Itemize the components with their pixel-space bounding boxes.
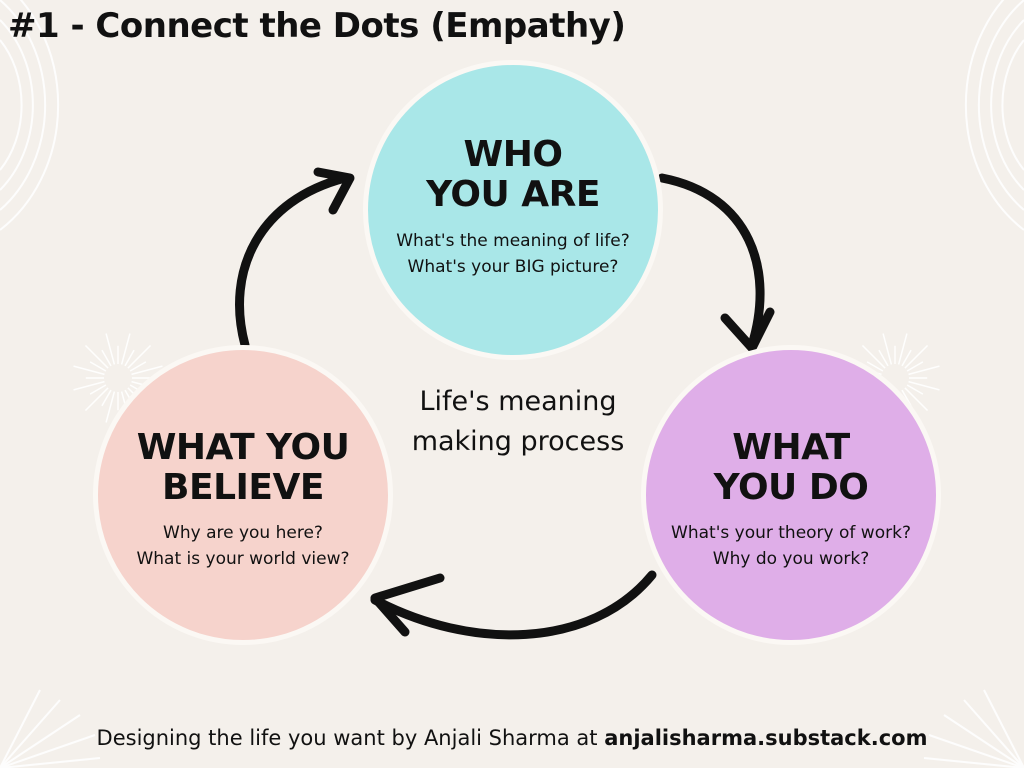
starburst-ray	[906, 361, 924, 372]
starburst-ray	[105, 333, 116, 365]
center-caption-line: Life's meaning	[419, 386, 617, 417]
heading-line: BELIEVE	[162, 467, 324, 508]
question-text: What's the meaning of life?	[396, 231, 630, 251]
starburst-ray	[89, 361, 107, 372]
top-right-arcs	[964, 0, 1024, 231]
starburst-ray	[901, 349, 912, 367]
heading-line: YOU ARE	[426, 174, 600, 215]
heading-line: YOU DO	[713, 467, 869, 508]
what-you-believe-questions: Why are you here? What is your world vie…	[98, 520, 388, 572]
starburst-ray	[84, 387, 109, 412]
footer-text: Designing the life you want by Anjali Sh…	[96, 726, 605, 750]
arrow-do-to-believe	[370, 570, 657, 640]
who-you-are-questions: What's the meaning of life? What's your …	[368, 228, 658, 280]
starburst-ray	[882, 333, 893, 365]
heading-line: WHAT	[732, 427, 850, 468]
starburst-ray	[73, 365, 105, 376]
starburst-ray	[89, 384, 107, 395]
what-you-do-circle: WHAT YOU DO What's your theory of work? …	[641, 345, 941, 645]
footer-credit: Designing the life you want by Anjali Sh…	[0, 726, 1024, 750]
center-caption-line: making process	[411, 426, 625, 457]
starburst-ray	[897, 333, 908, 365]
starburst-ray	[101, 389, 112, 407]
starburst-ray	[878, 349, 889, 367]
question-text: What is your world view?	[136, 549, 350, 569]
starburst-ray	[120, 333, 131, 365]
question-text: What's your theory of work?	[671, 523, 911, 543]
heading-line: WHO	[463, 134, 563, 175]
starburst-ray	[129, 361, 147, 372]
starburst-ray	[904, 344, 929, 369]
page-title: #1 - Connect the Dots (Empathy)	[8, 6, 626, 46]
starburst-ray	[127, 344, 152, 369]
center-caption: Life's meaning making process	[400, 382, 636, 462]
who-you-are-circle: WHO YOU ARE What's the meaning of life? …	[363, 60, 663, 360]
starburst-ray	[908, 365, 940, 376]
question-text: Why do you work?	[712, 549, 870, 569]
arrow-believe-to-who	[235, 167, 355, 350]
heading-line: WHAT YOU	[136, 427, 350, 468]
footer-url: anjalisharma.substack.com	[604, 726, 928, 750]
what-you-do-questions: What's your theory of work? Why do you w…	[646, 520, 936, 572]
question-text: What's your BIG picture?	[407, 257, 619, 277]
question-text: Why are you here?	[163, 523, 323, 543]
what-you-believe-circle: WHAT YOU BELIEVE Why are you here? What …	[93, 345, 393, 645]
starburst-ray	[73, 380, 105, 391]
starburst-ray	[908, 380, 940, 391]
starburst-ray	[101, 349, 112, 367]
starburst-ray	[124, 349, 135, 367]
what-you-believe-heading: WHAT YOU BELIEVE	[98, 428, 388, 508]
what-you-do-heading: WHAT YOU DO	[646, 428, 936, 508]
arrow-who-to-do	[657, 173, 775, 353]
starburst-ray	[906, 384, 924, 395]
who-you-are-heading: WHO YOU ARE	[368, 135, 658, 215]
starburst-ray	[84, 344, 109, 369]
